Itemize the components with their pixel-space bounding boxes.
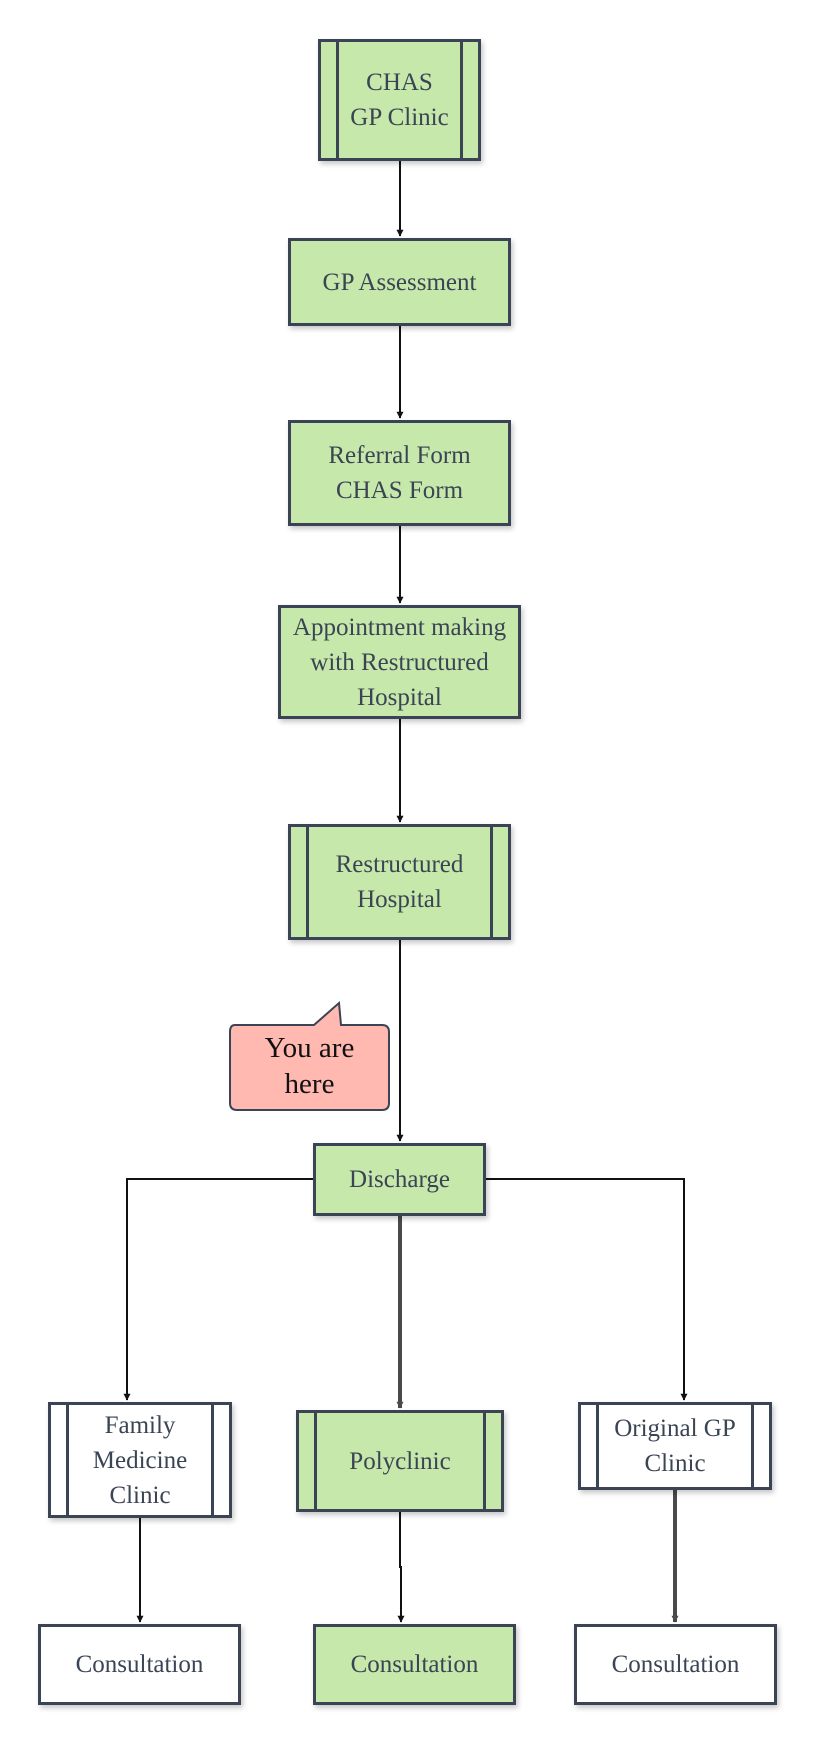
- polyclinic-node: Polyclinic: [296, 1410, 504, 1512]
- chas-gp-clinic-node: CHAS GP Clinic: [318, 39, 481, 161]
- referral-form-node: Referral Form CHAS Form: [288, 420, 511, 526]
- consultation-right-node: Consultation: [574, 1624, 777, 1705]
- original-gp-clinic-node: Original GP Clinic: [578, 1402, 772, 1490]
- connector-discharge-to-family-medicine: [123, 1178, 313, 1401]
- appointment-node: Appointment making with Restructured Hos…: [278, 605, 521, 719]
- consultation-middle-node: Consultation: [313, 1624, 516, 1705]
- discharge-node: Discharge: [313, 1143, 486, 1216]
- consultation-left-node: Consultation: [38, 1624, 241, 1705]
- connector-discharge-to-original-gp: [486, 1178, 688, 1401]
- family-medicine-clinic-node: Family Medicine Clinic: [48, 1402, 232, 1518]
- gp-assessment-node: GP Assessment: [288, 238, 511, 326]
- restructured-hospital-node: Restructured Hospital: [288, 824, 511, 940]
- connector-polyclinic-to-consultation: [397, 1512, 405, 1623]
- callout-bubble: [229, 1000, 390, 1111]
- callout-label: You are here: [264, 1032, 355, 1100]
